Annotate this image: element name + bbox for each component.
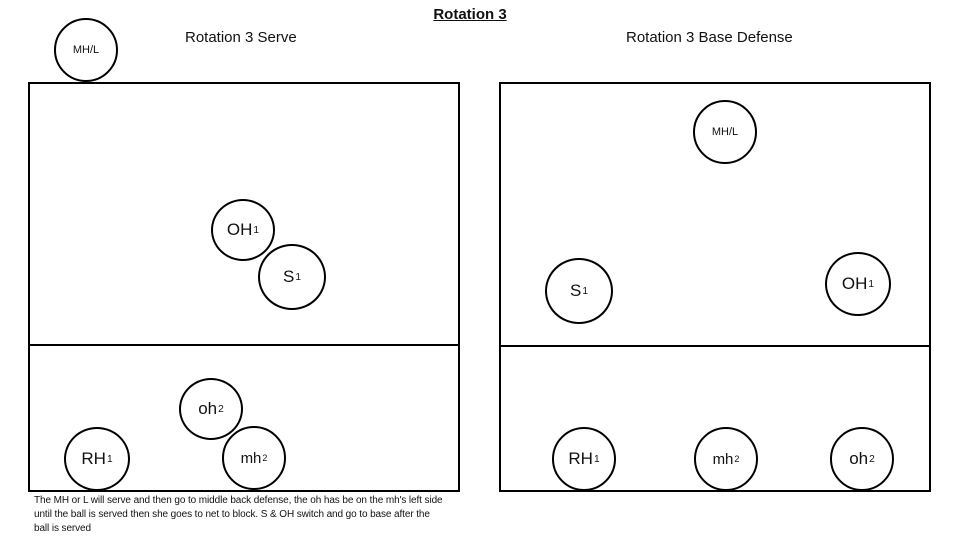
serve-heading: Rotation 3 Serve bbox=[185, 29, 297, 46]
defense-court bbox=[499, 82, 931, 492]
player-label: oh bbox=[198, 399, 218, 418]
player-label: mh bbox=[712, 450, 734, 468]
player-label: mh bbox=[240, 449, 262, 467]
player-label: S bbox=[282, 267, 295, 286]
defense-heading: Rotation 3 Base Defense bbox=[626, 29, 793, 46]
player-label: RH bbox=[81, 449, 106, 468]
serve-court-attack-line bbox=[28, 344, 460, 346]
player-number: 2 bbox=[218, 404, 224, 415]
player-number: 2 bbox=[734, 454, 740, 465]
player-number: 1 bbox=[868, 279, 875, 290]
player-number: 2 bbox=[262, 453, 268, 464]
rotation-note: The MH or L will serve and then go to mi… bbox=[34, 495, 443, 534]
serve-court bbox=[28, 82, 460, 492]
player-label: oh bbox=[849, 449, 869, 468]
player-label: MH/L bbox=[72, 44, 100, 56]
defense-court-attack-line bbox=[499, 345, 931, 347]
page-title: Rotation 3 bbox=[433, 6, 507, 23]
player-label: S bbox=[569, 281, 582, 300]
player-number: 1 bbox=[253, 225, 260, 236]
player-number: 1 bbox=[106, 454, 113, 465]
player-number: 1 bbox=[593, 454, 600, 465]
player-label: OH bbox=[841, 274, 868, 293]
player-label: MH/L bbox=[711, 126, 739, 138]
player-label: OH bbox=[226, 220, 253, 239]
player-number: 2 bbox=[869, 454, 875, 465]
player-number: 1 bbox=[582, 286, 588, 297]
serve-player-mh-l: MH/L bbox=[54, 18, 118, 82]
defense-player-mh-l: MH/L bbox=[693, 100, 757, 164]
player-number: 1 bbox=[295, 272, 301, 283]
player-label: RH bbox=[568, 449, 593, 468]
